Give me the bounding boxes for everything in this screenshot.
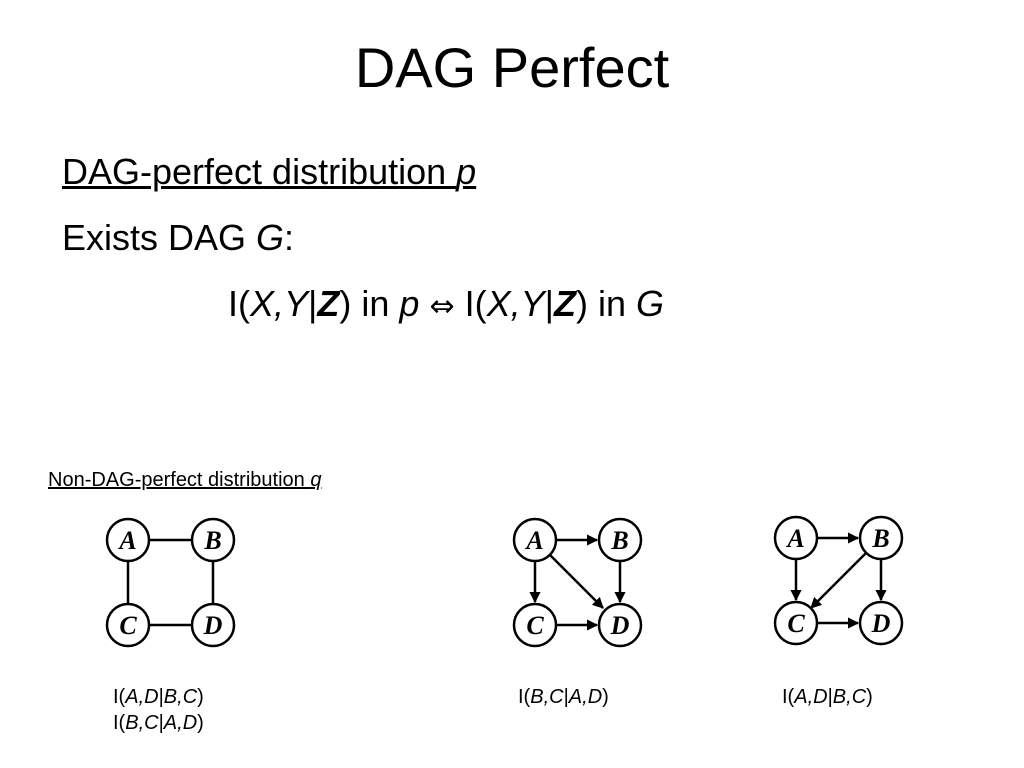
node-c-label: C bbox=[119, 611, 137, 640]
node-a bbox=[105, 517, 151, 563]
independence-caption: I(A,D|B,C) bbox=[113, 686, 204, 708]
graph-dag-2-captions: I(A,D|B,C) bbox=[782, 684, 873, 710]
node-b-label: B bbox=[203, 526, 221, 555]
node-b-label: B bbox=[871, 524, 889, 553]
node-d-label: D bbox=[610, 611, 630, 640]
node-c-label: C bbox=[526, 611, 544, 640]
node-d bbox=[597, 602, 643, 648]
node-b bbox=[858, 515, 904, 561]
edge-b-c bbox=[810, 552, 867, 609]
node-b bbox=[597, 517, 643, 563]
node-d bbox=[190, 602, 236, 648]
graph-undirected: A B C D bbox=[105, 517, 236, 648]
node-b bbox=[190, 517, 236, 563]
graph-dag-2: A B C D bbox=[773, 515, 904, 646]
definition-heading: DAG-perfect distribution p bbox=[62, 151, 477, 192]
iff-symbol: ⇔ bbox=[429, 289, 455, 324]
node-c bbox=[512, 602, 558, 648]
graph-undirected-captions: I(A,D|B,C) I(B,C|A,D) bbox=[113, 684, 204, 737]
node-c bbox=[105, 602, 151, 648]
node-c-label: C bbox=[787, 609, 805, 638]
graph-dag-1-captions: I(B,C|A,D) bbox=[518, 684, 609, 710]
node-a bbox=[512, 517, 558, 563]
definition-statement: I(X,Y|Z) in p ⇔ I(X,Y|Z) in G bbox=[228, 283, 665, 324]
node-b-label: B bbox=[610, 526, 628, 555]
slide-title: DAG Perfect bbox=[354, 36, 670, 99]
node-a bbox=[773, 515, 819, 561]
definition-exists: Exists DAG G: bbox=[62, 217, 295, 258]
node-a-label: A bbox=[117, 526, 136, 555]
node-a-label: A bbox=[524, 526, 543, 555]
node-d-label: D bbox=[871, 609, 891, 638]
graph-dag-1: A B C D bbox=[512, 517, 643, 648]
node-a-label: A bbox=[785, 524, 804, 553]
edge-a-d bbox=[549, 554, 604, 609]
independence-caption: I(B,C|A,D) bbox=[113, 712, 204, 735]
node-d-label: D bbox=[203, 611, 223, 640]
node-d bbox=[858, 600, 904, 646]
node-c bbox=[773, 600, 819, 646]
independence-caption: I(A,D|B,C) bbox=[782, 686, 873, 708]
counterexample-heading: Non-DAG-perfect distribution q bbox=[48, 469, 322, 491]
independence-caption: I(B,C|A,D) bbox=[518, 686, 609, 708]
